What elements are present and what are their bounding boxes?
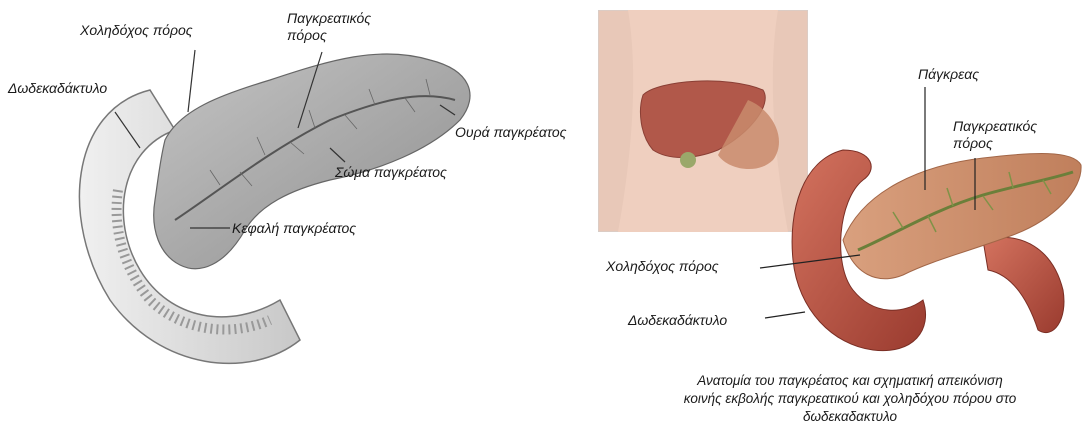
- left-label-common-bile-duct: Χοληδόχος πόρος: [80, 22, 193, 39]
- left-label-pancreatic-duct: Παγκρεατικός πόρος: [287, 10, 371, 44]
- gallbladder-shape: [680, 152, 696, 168]
- left-label-head: Κεφαλή παγκρέατος: [232, 220, 356, 237]
- figure-caption: Ανατομία του παγκρέατος και σχηματική απ…: [640, 372, 1060, 426]
- left-pancreas-illustration: [0, 0, 600, 400]
- left-label-duodenum: Δωδεκαδάκτυλο: [8, 80, 107, 97]
- right-label-pancreatic-duct: Παγκρεατικός πόρος: [953, 118, 1037, 152]
- caption-line-3: δωδεκαδακτυλο: [640, 408, 1060, 426]
- right-pancreas-illustration: [783, 130, 1083, 370]
- torso-inset: [598, 10, 808, 232]
- left-label-body: Σώμα παγκρέατος: [335, 164, 447, 181]
- right-label-duodenum: Δωδεκαδάκτυλο: [628, 312, 727, 329]
- caption-line-2: κοινής εκβολής παγκρεατικού και χοληδόχο…: [640, 390, 1060, 408]
- right-jejunum-shape: [983, 237, 1064, 332]
- right-label-pancreas: Πάγκρεας: [918, 66, 979, 83]
- left-label-tail: Ουρά παγκρέατος: [455, 124, 566, 141]
- caption-line-1: Ανατομία του παγκρέατος και σχηματική απ…: [640, 372, 1060, 390]
- right-label-common-bile-duct: Χοληδόχος πόρος: [606, 258, 719, 275]
